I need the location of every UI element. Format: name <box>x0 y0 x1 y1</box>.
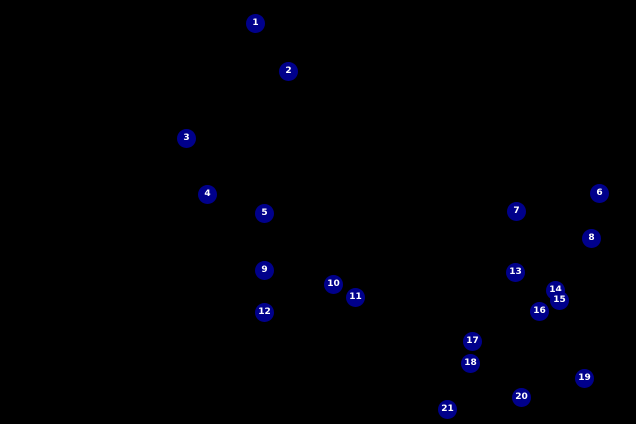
node-marker-6[interactable]: 6 <box>590 184 609 203</box>
node-marker-21[interactable]: 21 <box>438 400 457 419</box>
node-marker-20[interactable]: 20 <box>512 388 531 407</box>
node-marker-1[interactable]: 1 <box>246 14 265 33</box>
node-marker-2[interactable]: 2 <box>279 62 298 81</box>
node-marker-12[interactable]: 12 <box>255 303 274 322</box>
node-marker-17[interactable]: 17 <box>463 332 482 351</box>
node-marker-11[interactable]: 11 <box>346 288 365 307</box>
node-marker-15[interactable]: 15 <box>550 291 569 310</box>
node-marker-13[interactable]: 13 <box>506 263 525 282</box>
node-marker-8[interactable]: 8 <box>582 229 601 248</box>
node-marker-19[interactable]: 19 <box>575 369 594 388</box>
node-marker-10[interactable]: 10 <box>324 275 343 294</box>
node-marker-3[interactable]: 3 <box>177 129 196 148</box>
node-marker-7[interactable]: 7 <box>507 202 526 221</box>
node-marker-9[interactable]: 9 <box>255 261 274 280</box>
node-marker-18[interactable]: 18 <box>461 354 480 373</box>
node-marker-5[interactable]: 5 <box>255 204 274 223</box>
node-marker-16[interactable]: 16 <box>530 302 549 321</box>
node-marker-4[interactable]: 4 <box>198 185 217 204</box>
